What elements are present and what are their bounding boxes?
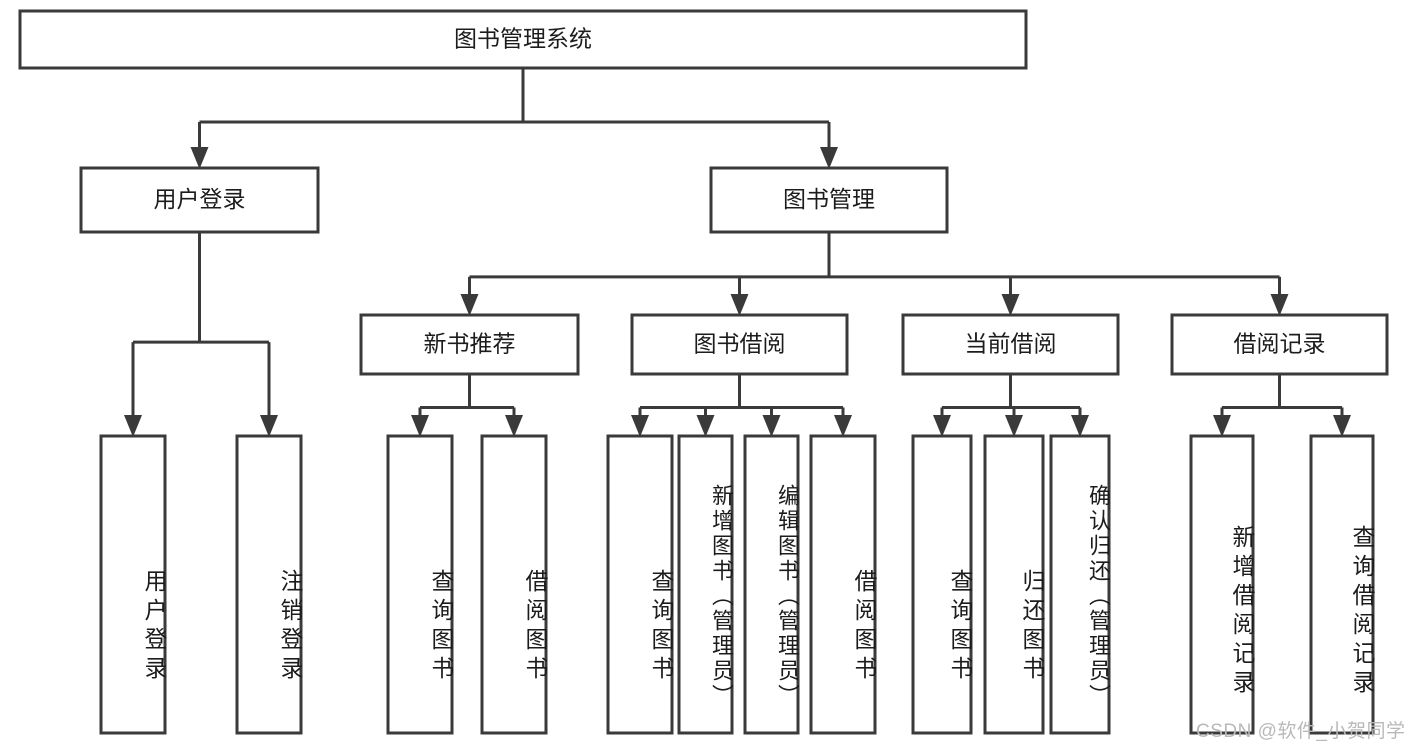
arrow-head-icon <box>762 415 781 437</box>
arrow-head-icon <box>1213 415 1231 437</box>
arrow-head-icon <box>124 415 142 437</box>
arrow-head-icon <box>1071 415 1089 437</box>
node-label-user-login: 用户登录 <box>154 186 246 212</box>
arrow-head-icon <box>730 294 749 316</box>
arrow-head-icon <box>190 147 209 169</box>
node-box-new-book-rec[interactable] <box>359 313 580 376</box>
arrow-head-icon <box>696 415 715 437</box>
watermark-text: CSDN @软件_小贺同学 <box>1196 721 1405 742</box>
node-box-leaf-add-record[interactable] <box>1189 434 1255 735</box>
arrow-head-icon <box>834 415 852 437</box>
arrow-head-icon <box>505 415 523 437</box>
node-box-leaf-logout[interactable] <box>235 434 303 735</box>
node-box-leaf-return-book[interactable] <box>983 434 1045 735</box>
node-box-leaf-borrow-book-1[interactable] <box>480 434 548 735</box>
arrow-head-icon <box>460 294 479 316</box>
arrow-head-icon <box>411 415 429 437</box>
arrow-head-icon <box>631 415 649 437</box>
arrow-head-icon <box>1333 415 1351 437</box>
node-box-borrow-record[interactable] <box>1170 313 1389 376</box>
node-box-leaf-add-book[interactable] <box>677 434 734 735</box>
node-label-new-book-rec: 新书推荐 <box>424 331 516 357</box>
node-box-root[interactable] <box>18 9 1028 70</box>
node-box-leaf-borrow-book-2[interactable] <box>809 434 877 735</box>
node-label-borrow-record: 借阅记录 <box>1234 331 1326 357</box>
connectors-layer <box>124 68 1351 437</box>
node-box-leaf-edit-book[interactable] <box>743 434 800 735</box>
node-box-leaf-query-book-1[interactable] <box>386 434 454 735</box>
node-label-current-borrow: 当前借阅 <box>965 331 1057 357</box>
node-box-leaf-query-record[interactable] <box>1309 434 1375 735</box>
arrow-head-icon <box>260 415 278 437</box>
arrow-head-icon <box>1005 415 1023 437</box>
node-box-book-manage[interactable] <box>709 166 949 234</box>
arrow-head-icon <box>933 415 951 437</box>
node-label-book-manage: 图书管理 <box>783 186 875 212</box>
arrow-head-icon <box>820 147 838 169</box>
node-box-leaf-query-book-3[interactable] <box>911 434 973 735</box>
node-box-leaf-query-book-2[interactable] <box>606 434 674 735</box>
node-box-current-borrow[interactable] <box>901 313 1120 376</box>
arrow-head-icon <box>1270 294 1289 316</box>
node-box-user-login[interactable] <box>79 166 320 234</box>
node-box-leaf-confirm-return[interactable] <box>1049 434 1111 735</box>
node-label-root: 图书管理系统 <box>454 26 592 52</box>
node-box-leaf-user-login[interactable] <box>99 434 167 735</box>
node-label-book-borrow: 图书借阅 <box>694 331 786 357</box>
node-box-book-borrow[interactable] <box>630 313 849 376</box>
boxes-layer <box>18 9 1389 735</box>
arrow-head-icon <box>1001 294 1020 316</box>
